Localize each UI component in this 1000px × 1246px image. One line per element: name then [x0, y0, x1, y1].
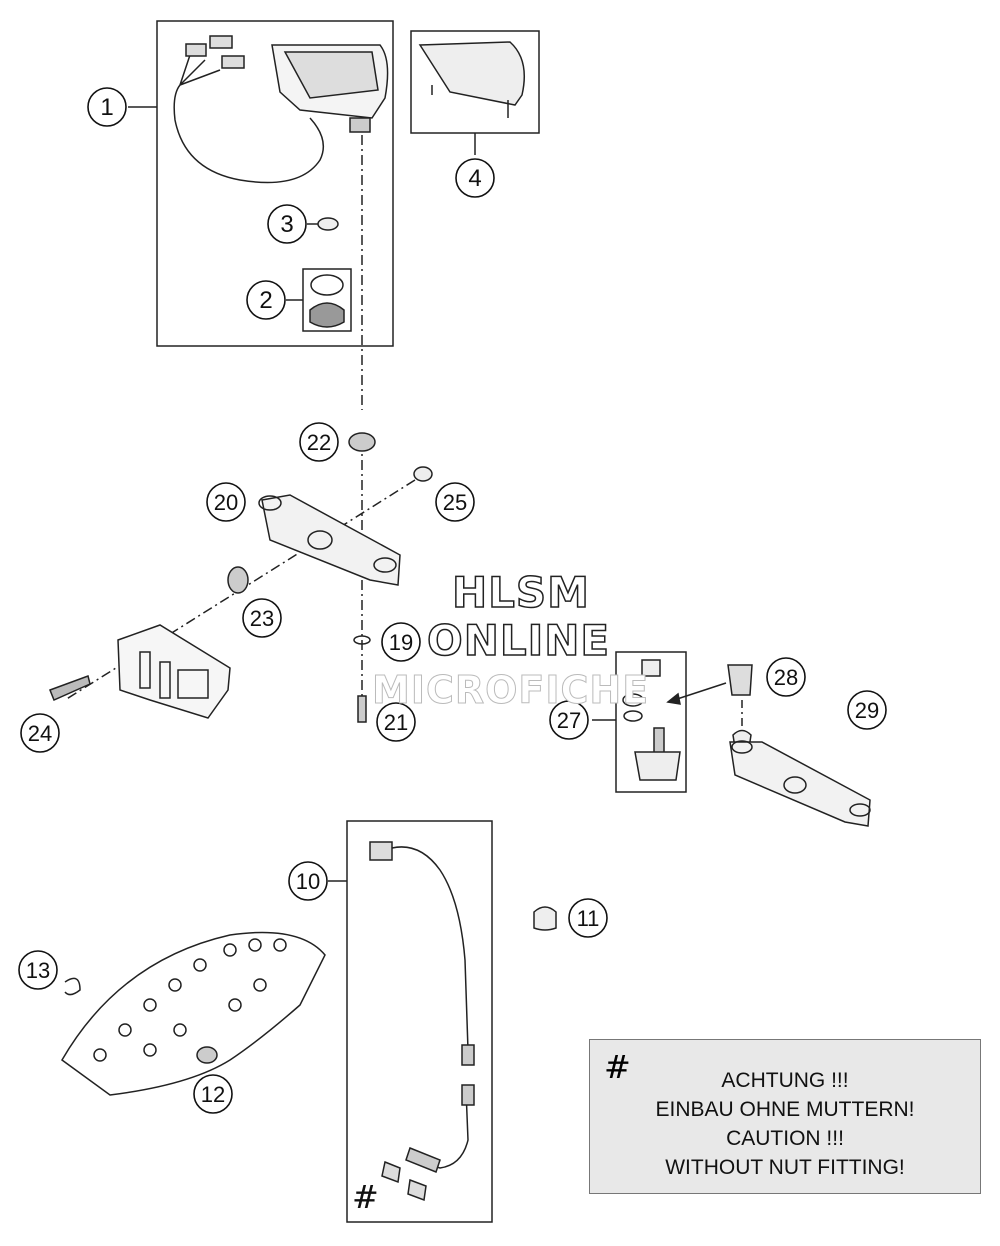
callout-number: 19	[389, 630, 413, 655]
callout-number: 2	[259, 287, 272, 314]
part-22-grommet	[348, 432, 376, 452]
part-11-clip	[533, 906, 557, 931]
part-23-grommet	[227, 566, 249, 594]
callout-19: 19	[381, 622, 421, 662]
callout-12: 12	[193, 1074, 233, 1114]
callout-circle	[847, 690, 887, 730]
callout-number: 24	[28, 721, 52, 746]
callout-number: 23	[250, 606, 274, 631]
watermark-line-1: HLSM	[451, 567, 590, 618]
callout-circle	[299, 422, 339, 462]
callout-circle	[288, 861, 328, 901]
callout-circle	[206, 482, 246, 522]
brake-disc	[61, 931, 326, 1096]
callout-4: 4	[455, 158, 495, 198]
group-box-27	[615, 651, 687, 793]
part-2-oring	[310, 274, 344, 296]
callout-25: 25	[435, 482, 475, 522]
note-line: ACHTUNG !!!	[721, 1069, 849, 1092]
part-27-mount	[622, 659, 681, 781]
caution-note-box: # ACHTUNG !!! EINBAU OHNE MUTTERN! CAUTI…	[589, 1039, 981, 1194]
nut-hash-symbol: #	[352, 1178, 379, 1216]
part-24-plate	[117, 624, 231, 719]
callout-2: 2	[246, 280, 286, 320]
callout-circle	[766, 657, 806, 697]
callout-number: 21	[384, 710, 408, 735]
part-10-sensor-cable	[369, 841, 475, 1202]
watermark-line-3: MICROFICHE	[371, 668, 650, 713]
part-12-sleeve	[196, 1046, 218, 1064]
part-19-washer	[353, 635, 371, 645]
callout-29: 29	[847, 690, 887, 730]
callout-22: 22	[299, 422, 339, 462]
callout-27: 27	[549, 700, 589, 740]
callout-circle	[549, 700, 589, 740]
part-13-ring	[64, 977, 81, 996]
part-28-bushing	[727, 664, 753, 696]
note-line: WITHOUT NUT FITTING!	[665, 1156, 905, 1179]
group-box-10	[346, 820, 493, 1223]
callout-circle	[381, 622, 421, 662]
part-20-bracket	[258, 494, 401, 586]
callout-circle	[376, 702, 416, 742]
callout-circle	[455, 158, 495, 198]
part-3-cap	[317, 217, 339, 231]
callout-circle	[242, 598, 282, 638]
callout-number: 27	[557, 708, 581, 733]
part-21-screw	[357, 695, 367, 723]
note-line: CAUTION !!!	[726, 1127, 844, 1150]
group-box-1	[156, 20, 394, 347]
callout-number: 3	[280, 211, 293, 238]
callout-10: 10	[288, 861, 328, 901]
part-25-bushing	[413, 466, 433, 482]
callout-number: 12	[201, 1082, 225, 1107]
callout-number: 1	[100, 94, 113, 121]
callout-20: 20	[206, 482, 246, 522]
part-4-cover	[418, 41, 525, 118]
callout-1: 1	[87, 87, 127, 127]
callout-13: 13	[18, 950, 58, 990]
part-2-cover	[309, 302, 345, 328]
callout-number: 11	[577, 906, 600, 931]
callout-circle	[18, 950, 58, 990]
callout-number: 13	[26, 958, 50, 983]
callout-number: 20	[214, 490, 238, 515]
callout-28: 28	[766, 657, 806, 697]
callout-number: 25	[443, 490, 467, 515]
callout-number: 29	[855, 698, 879, 723]
callout-21: 21	[376, 702, 416, 742]
callout-circle	[267, 204, 307, 244]
callout-circle	[87, 87, 127, 127]
callout-23: 23	[242, 598, 282, 638]
callout-circle	[435, 482, 475, 522]
callout-number: 22	[307, 430, 331, 455]
part-24-bolt	[49, 675, 91, 702]
callout-number: 4	[468, 165, 481, 192]
callout-number: 10	[296, 869, 320, 894]
watermark-line-2: ONLINE	[426, 615, 611, 666]
callout-24: 24	[20, 713, 60, 753]
note-hash-symbol: #	[604, 1048, 631, 1086]
bracket-assembly	[729, 740, 871, 827]
note-line: EINBAU OHNE MUTTERN!	[655, 1098, 915, 1121]
callout-circle	[20, 713, 60, 753]
callout-number: 28	[774, 665, 798, 690]
callout-circle	[568, 898, 608, 938]
callout-circle	[193, 1074, 233, 1114]
note-lines: ACHTUNG !!! EINBAU OHNE MUTTERN! CAUTION…	[590, 1066, 980, 1182]
speedometer-part	[173, 35, 389, 184]
callout-circle	[246, 280, 286, 320]
callout-3: 3	[267, 204, 307, 244]
callout-11: 11	[568, 898, 608, 938]
